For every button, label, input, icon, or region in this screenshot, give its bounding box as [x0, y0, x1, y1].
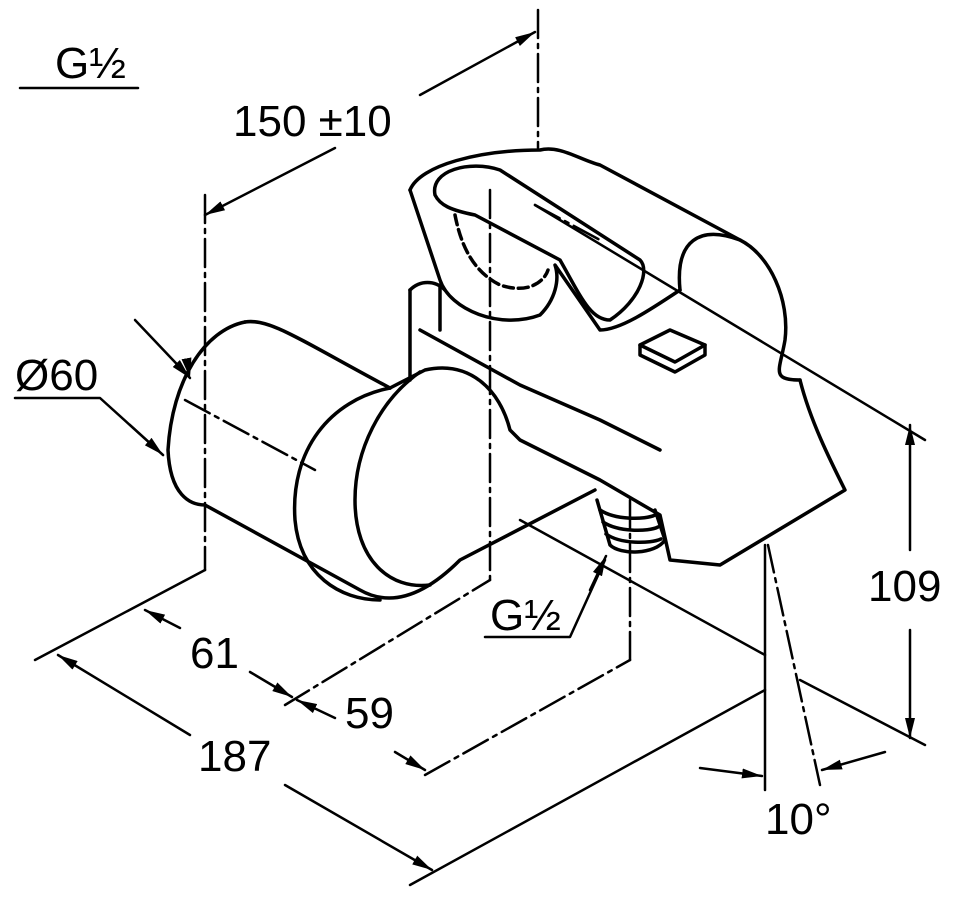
dim-spacing-label: 150 ±10: [233, 97, 392, 146]
dim-59-label: 59: [345, 689, 394, 738]
body-diameter-label: Ø60: [15, 351, 99, 400]
inlet-thread-label: G½: [55, 39, 126, 88]
dim-187-label: 187: [198, 732, 272, 781]
dim-angle: [698, 543, 887, 792]
outlet-thread-label: G½: [490, 591, 561, 640]
dim-depth: [33, 518, 767, 887]
dim-150: [203, 30, 537, 217]
dim-109-label: 109: [868, 562, 942, 611]
dim-61-label: 61: [190, 629, 239, 678]
faucet-body: [166, 147, 847, 602]
leaders: [13, 86, 608, 639]
angle-label: 10°: [765, 795, 832, 844]
center-lines: [183, 8, 632, 777]
dim-109: [533, 203, 927, 747]
